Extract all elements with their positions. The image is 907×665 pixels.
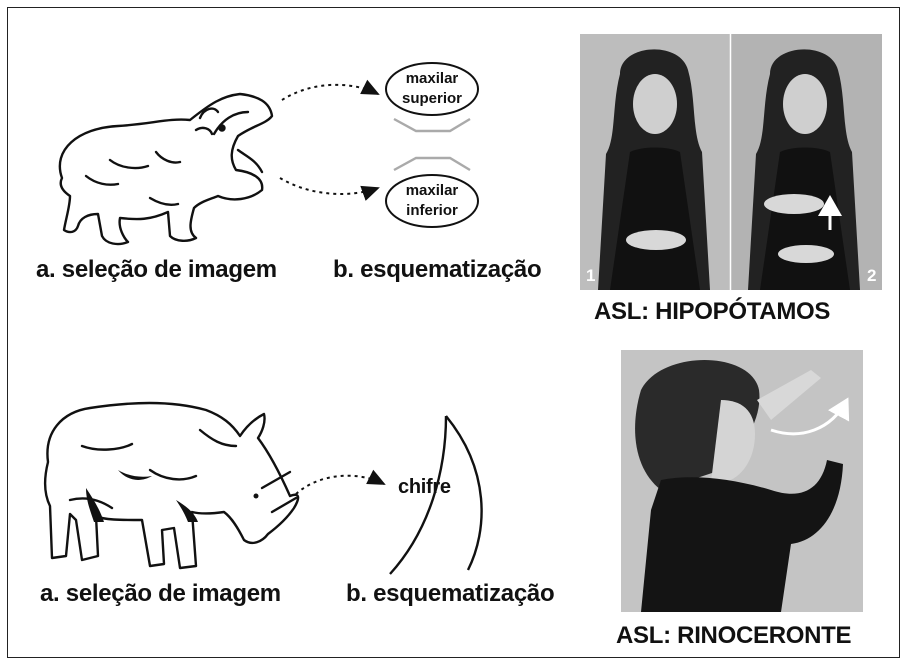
horn-schematic-inner	[389, 415, 448, 575]
oval-lower-label: maxilar inferior	[386, 181, 478, 221]
hippo-drawing	[58, 92, 274, 246]
photo-number-2: 2	[867, 266, 877, 285]
photo-number-1: 1	[586, 266, 596, 285]
oval-lower-line2: inferior	[406, 202, 458, 219]
horn-schematic-outer	[445, 415, 483, 571]
upper-jaw-schematic	[393, 117, 471, 133]
asl-rhino-photo-sketch	[621, 350, 863, 612]
dashed-arrow-rhino	[295, 469, 386, 495]
rhino-eye	[253, 493, 259, 499]
hippo-label-schematization: b. esquematização	[333, 256, 542, 283]
asl-rhino-photo	[621, 350, 863, 612]
dashed-arrow-top	[281, 79, 380, 101]
lower-jaw-schematic	[393, 156, 471, 172]
dashed-arrow-bottom	[279, 177, 380, 201]
asl-rhino-caption: ASL: RINOCERONTE	[616, 622, 852, 649]
oval-upper-label: maxilar superior	[386, 69, 478, 109]
oval-upper-line1: maxilar	[405, 70, 459, 87]
asl-hippo-caption: ASL: HIPOPÓTAMOS	[594, 298, 831, 325]
asl-hippo-photo: 1 2	[580, 34, 882, 290]
asl-hippo-photo-sketch	[580, 34, 882, 290]
horn-label: chifre	[398, 476, 451, 498]
figure-frame	[7, 7, 900, 658]
rhino-label-schematization: b. esquematização	[346, 580, 555, 607]
rhino-label-image-selection: a. seleção de imagem	[40, 580, 281, 607]
oval-lower-line1: maxilar	[405, 182, 459, 199]
rhino-drawing	[44, 401, 300, 570]
hippo-label-image-selection: a. seleção de imagem	[36, 256, 277, 283]
oval-upper-jaw	[385, 62, 479, 116]
rhino-shading	[86, 470, 198, 522]
oval-lower-jaw	[385, 174, 479, 228]
oval-upper-line2: superior	[401, 90, 462, 107]
